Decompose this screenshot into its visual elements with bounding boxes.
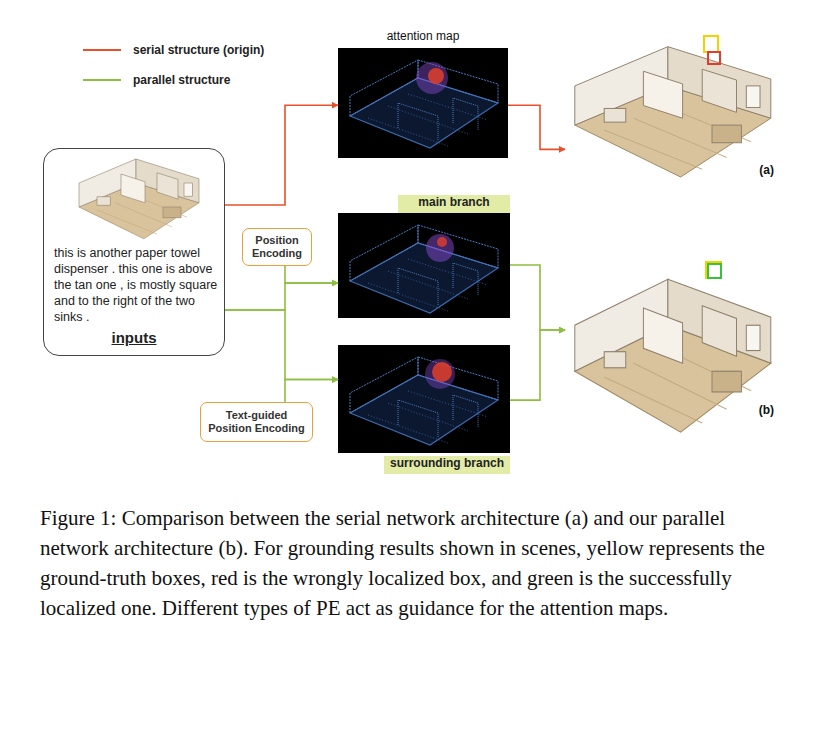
flow-arrow xyxy=(225,283,338,310)
attention-hotspot xyxy=(432,362,452,382)
attention-map: main branch xyxy=(338,215,510,318)
input-scene xyxy=(79,159,199,239)
branch-band: surrounding branch xyxy=(384,456,510,474)
figure-caption: Figure 1: Comparison between the serial … xyxy=(40,503,792,623)
correct-box xyxy=(708,264,721,278)
result-scene xyxy=(575,279,771,432)
legend-text: serial structure (origin) xyxy=(133,43,264,57)
point-cloud xyxy=(350,357,498,445)
flow-arrow xyxy=(285,266,338,283)
flow-arrow xyxy=(510,330,565,400)
legend-line-sample xyxy=(83,72,123,88)
panel-tag: (a) xyxy=(759,163,774,177)
flow-arrow xyxy=(225,105,338,205)
attention-map-image xyxy=(338,48,508,158)
attention-haze xyxy=(425,359,455,389)
flow-arrow xyxy=(508,105,565,149)
encoding-box: Position Encoding xyxy=(242,228,312,266)
legend-row: parallel structure xyxy=(83,72,230,88)
map-heading: attention map xyxy=(338,29,508,43)
point-cloud xyxy=(350,225,498,313)
ground-truth-box xyxy=(706,262,721,278)
attention-map: surrounding branch xyxy=(338,345,510,453)
legend-text: parallel structure xyxy=(133,73,230,87)
encoding-box: Text-guided Position Encoding xyxy=(200,402,313,442)
point-cloud xyxy=(350,60,498,148)
flow-arrow xyxy=(510,265,565,330)
result-scene xyxy=(575,47,771,177)
encoding-label: Text-guided Position Encoding xyxy=(205,409,308,435)
ground-truth-box xyxy=(704,36,718,52)
attention-map-image xyxy=(338,345,510,453)
input-box: this is another paper towel dispenser . … xyxy=(43,148,225,356)
input-label: inputs xyxy=(44,329,224,346)
flow-arrow xyxy=(285,380,338,402)
legend-line-sample xyxy=(83,42,123,58)
attention-haze xyxy=(416,62,448,94)
attention-haze xyxy=(426,234,454,262)
attention-hotspot xyxy=(428,68,444,84)
attention-map-image xyxy=(338,213,510,318)
legend-row: serial structure (origin) xyxy=(83,42,264,58)
branch-band: main branch xyxy=(398,195,510,213)
attention-map: attention map xyxy=(338,48,508,158)
panel-tag: (b) xyxy=(759,403,774,417)
wrong-box xyxy=(708,52,720,64)
result-scene-box: (a) xyxy=(565,30,780,185)
encoding-label: Position Encoding xyxy=(247,234,307,260)
input-text: this is another paper towel dispenser . … xyxy=(54,245,222,325)
result-scene-box: (b) xyxy=(565,255,780,445)
attention-hotspot xyxy=(437,237,447,247)
flow-arrow xyxy=(225,310,338,380)
